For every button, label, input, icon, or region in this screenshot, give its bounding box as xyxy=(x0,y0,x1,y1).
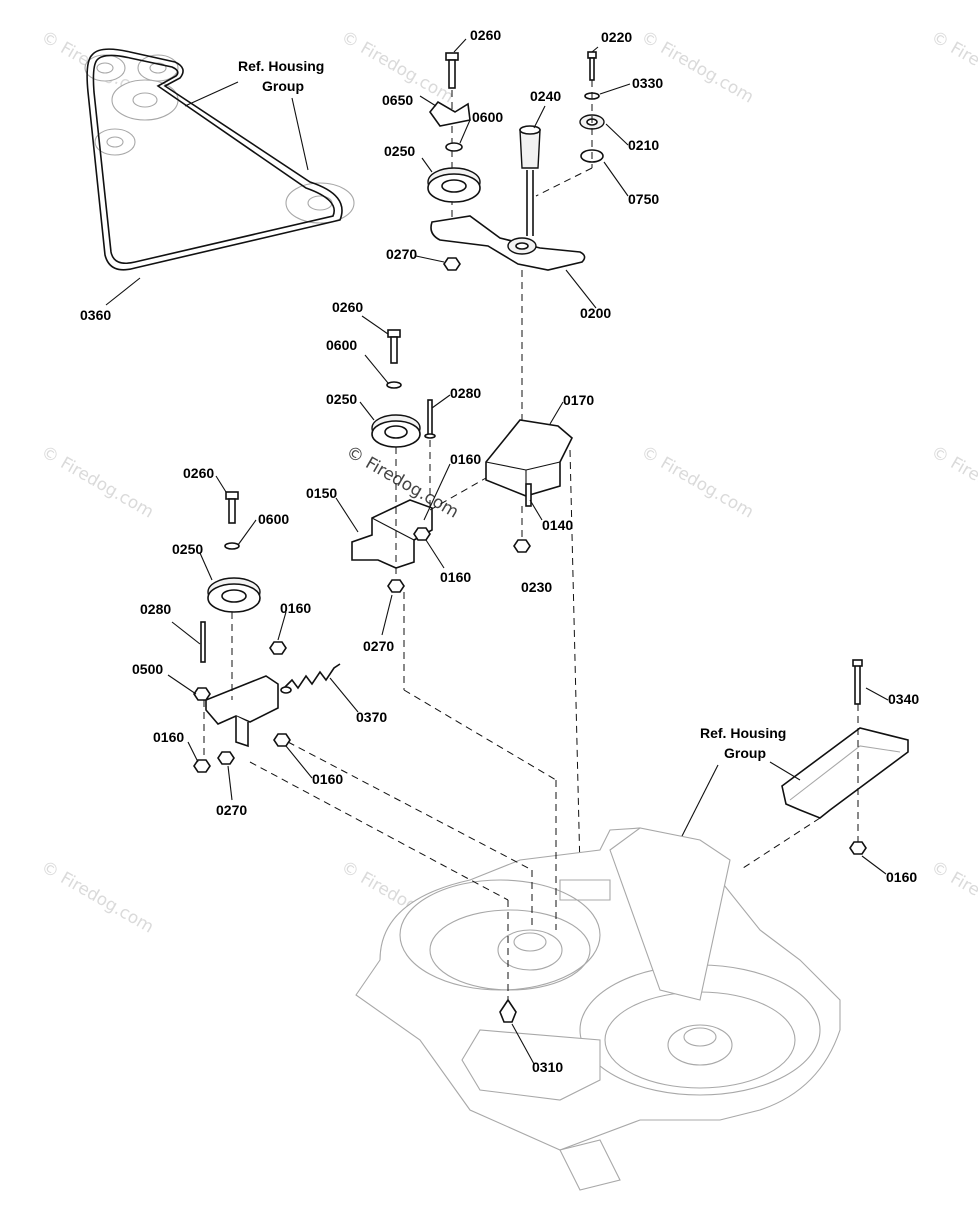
watermark: © Firedog.com xyxy=(38,857,157,938)
callout-0750: 0750 xyxy=(628,191,659,207)
ref-housing-top-line2: Group xyxy=(262,78,304,94)
callout-0220: 0220 xyxy=(601,29,632,45)
upper-idler-group xyxy=(428,52,604,420)
middle-idler-group xyxy=(352,330,580,870)
callout-0600: 0600 xyxy=(326,337,357,353)
callout-0330: 0330 xyxy=(632,75,663,91)
callout-0160: 0160 xyxy=(153,729,184,745)
callout-0370: 0370 xyxy=(356,709,387,725)
ref-housing-right-line1: Ref. Housing xyxy=(700,725,786,741)
callout-0250: 0250 xyxy=(172,541,203,557)
watermark: © Firedog.com xyxy=(638,27,757,108)
callout-0270: 0270 xyxy=(216,802,247,818)
callout-0230: 0230 xyxy=(521,579,552,595)
ref-housing-top-line1: Ref. Housing xyxy=(238,58,324,74)
watermark: © Firedog.com xyxy=(928,857,978,938)
watermark: © Firedog.com xyxy=(928,442,978,523)
callout-0360: 0360 xyxy=(80,307,111,323)
watermark: © Firedog.com xyxy=(928,27,978,108)
callout-0310: 0310 xyxy=(532,1059,563,1075)
ref-housing-right-line2: Group xyxy=(724,745,766,761)
callout-0340: 0340 xyxy=(888,691,919,707)
callout-0160: 0160 xyxy=(886,869,917,885)
callout-0170: 0170 xyxy=(563,392,594,408)
callout-0200: 0200 xyxy=(580,305,611,321)
callout-0140: 0140 xyxy=(542,517,573,533)
callout-0160: 0160 xyxy=(280,600,311,616)
watermark: © Firedog.com xyxy=(638,442,757,523)
callout-0210: 0210 xyxy=(628,137,659,153)
callout-0250: 0250 xyxy=(384,143,415,159)
callout-0600: 0600 xyxy=(472,109,503,125)
callout-0650: 0650 xyxy=(382,92,413,108)
callout-0260: 0260 xyxy=(183,465,214,481)
lower-idler-group xyxy=(194,492,340,772)
right-bracket-group xyxy=(740,660,908,870)
callout-0160: 0160 xyxy=(440,569,471,585)
callout-0280: 0280 xyxy=(140,601,171,617)
callout-0260: 0260 xyxy=(332,299,363,315)
callout-0600: 0600 xyxy=(258,511,289,527)
mower-deck xyxy=(250,592,840,1190)
callout-0240: 0240 xyxy=(530,88,561,104)
callout-0250: 0250 xyxy=(326,391,357,407)
callout-0280: 0280 xyxy=(450,385,481,401)
callout-0500: 0500 xyxy=(132,661,163,677)
callout-0160: 0160 xyxy=(450,451,481,467)
callout-0260: 0260 xyxy=(470,27,501,43)
callout-0150: 0150 xyxy=(306,485,337,501)
watermark: © Firedog.com xyxy=(38,442,157,523)
callout-0270: 0270 xyxy=(386,246,417,262)
callout-0160: 0160 xyxy=(312,771,343,787)
callout-0270: 0270 xyxy=(363,638,394,654)
